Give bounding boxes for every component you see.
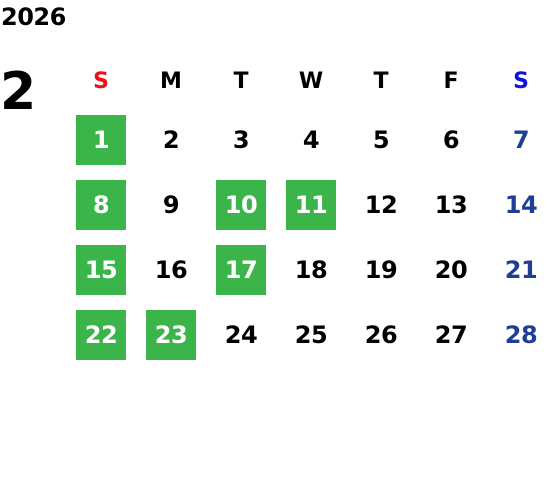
calendar-day: 9 [162, 190, 180, 219]
calendar-day: 5 [372, 125, 390, 154]
calendar-day: 28 [504, 320, 538, 349]
calendar-day: 21 [504, 255, 538, 284]
calendar-day: 26 [364, 320, 398, 349]
calendar-cell: 13 [416, 172, 486, 237]
calendar-grid: S M T W T F S 1 2 3 4 5 6 7 8 9 10 11 12… [66, 55, 548, 367]
calendar-cell: 2 [136, 107, 206, 172]
calendar-day: 17 [216, 244, 266, 295]
calendar-day: 3 [232, 125, 250, 154]
calendar-cell: 7 [486, 107, 548, 172]
calendar-day: 10 [216, 179, 266, 230]
calendar-cell: 21 [486, 237, 548, 302]
calendar-cell: 6 [416, 107, 486, 172]
calendar-cell: 22 [66, 302, 136, 367]
weekday-header-wed: W [298, 68, 324, 94]
calendar-day: 20 [434, 255, 468, 284]
calendar-cell: 14 [486, 172, 548, 237]
calendar-day: 1 [76, 114, 126, 165]
calendar-cell: 18 [276, 237, 346, 302]
calendar-day: 25 [294, 320, 328, 349]
calendar-cell: 4 [276, 107, 346, 172]
calendar-cell: 17 [206, 237, 276, 302]
calendar-cell: 19 [346, 237, 416, 302]
calendar-day: 4 [302, 125, 320, 154]
calendar-cell: 16 [136, 237, 206, 302]
calendar-day: 2 [162, 125, 180, 154]
calendar-cell: 5 [346, 107, 416, 172]
calendar-day: 14 [504, 190, 538, 219]
calendar-year: 2026 [1, 3, 66, 31]
calendar-month: 2 [0, 62, 37, 122]
calendar-day: 19 [364, 255, 398, 284]
calendar-cell: 15 [66, 237, 136, 302]
calendar-day: 22 [76, 309, 126, 360]
calendar-cell: 28 [486, 302, 548, 367]
weekday-header-fri: F [443, 68, 459, 94]
calendar-day: 12 [364, 190, 398, 219]
calendar-cell: 9 [136, 172, 206, 237]
calendar-day: 15 [76, 244, 126, 295]
calendar-cell: 27 [416, 302, 486, 367]
calendar-day: 23 [146, 309, 196, 360]
calendar-day: 24 [224, 320, 258, 349]
calendar-cell: 20 [416, 237, 486, 302]
calendar-day: 6 [442, 125, 460, 154]
weekday-header-mon: M [160, 68, 182, 94]
calendar-day: 16 [154, 255, 188, 284]
calendar-cell: 24 [206, 302, 276, 367]
calendar-cell: 8 [66, 172, 136, 237]
weekday-header-sun: S [93, 68, 109, 94]
weekday-header-tue: T [233, 68, 249, 94]
calendar-cell: 12 [346, 172, 416, 237]
calendar-cell: 10 [206, 172, 276, 237]
calendar-day: 13 [434, 190, 468, 219]
weekday-header-sat: S [513, 68, 529, 94]
calendar-day: 11 [286, 179, 336, 230]
calendar-cell: 1 [66, 107, 136, 172]
calendar-cell: 25 [276, 302, 346, 367]
calendar-day: 18 [294, 255, 328, 284]
calendar-cell: 26 [346, 302, 416, 367]
calendar-day: 8 [76, 179, 126, 230]
calendar-cell: 11 [276, 172, 346, 237]
calendar-day: 27 [434, 320, 468, 349]
weekday-header-thu: T [373, 68, 389, 94]
calendar-cell: 3 [206, 107, 276, 172]
calendar-day: 7 [512, 125, 530, 154]
calendar-cell: 23 [136, 302, 206, 367]
